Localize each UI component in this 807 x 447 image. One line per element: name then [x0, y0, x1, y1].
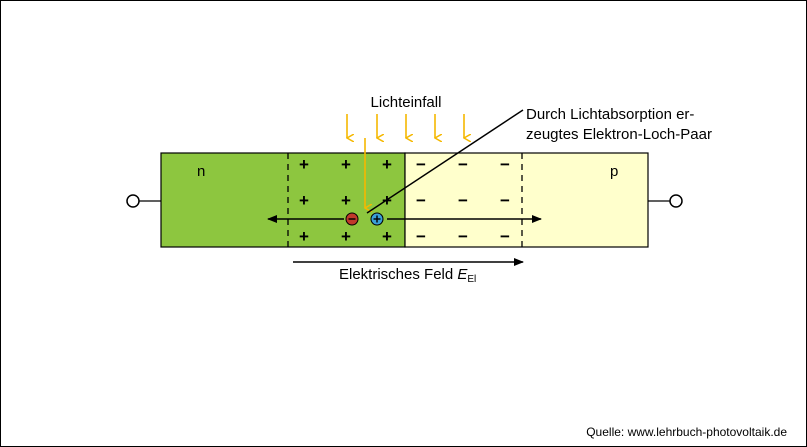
positive-charge: + [341, 191, 351, 210]
callout-text-line1: Durch Lichtabsorption er- [526, 106, 694, 123]
p-region-label: p [610, 163, 618, 180]
negative-charge: − [458, 227, 468, 246]
n-terminal [126, 194, 140, 208]
p-region [404, 152, 649, 248]
light-arrows [347, 114, 464, 208]
negative-charge: − [416, 155, 426, 174]
positive-charge: + [382, 227, 392, 246]
positive-charge: + [382, 155, 392, 174]
negative-charge: − [416, 191, 426, 210]
positive-charge: + [341, 227, 351, 246]
electric-field-label: Elektrisches Feld EEl [339, 266, 476, 285]
callout-text-line2: zeugtes Elektron-Loch-Paar [526, 126, 712, 143]
negative-charge: − [458, 155, 468, 174]
n-region-label: n [197, 163, 205, 180]
positive-charge: + [299, 155, 309, 174]
p-terminal [669, 194, 683, 208]
negative-charge: − [500, 227, 510, 246]
electric-field-label-text: Elektrisches Feld [339, 266, 457, 283]
electric-field-symbol: E [457, 266, 468, 283]
hole-icon [370, 212, 384, 226]
electric-field-subscript: El [467, 274, 476, 285]
negative-charge: − [416, 227, 426, 246]
positive-charge: + [341, 155, 351, 174]
negative-charge: − [500, 191, 510, 210]
negative-charge: − [458, 191, 468, 210]
electron-icon [345, 212, 359, 226]
callout-line [366, 109, 524, 214]
negative-charge: − [500, 155, 510, 174]
light-incidence-label: Lichteinfall [371, 94, 442, 111]
positive-charge: + [299, 227, 309, 246]
source-credit: Quelle: www.lehrbuch-photovoltaik.de [586, 425, 787, 439]
positive-charge: + [299, 191, 309, 210]
